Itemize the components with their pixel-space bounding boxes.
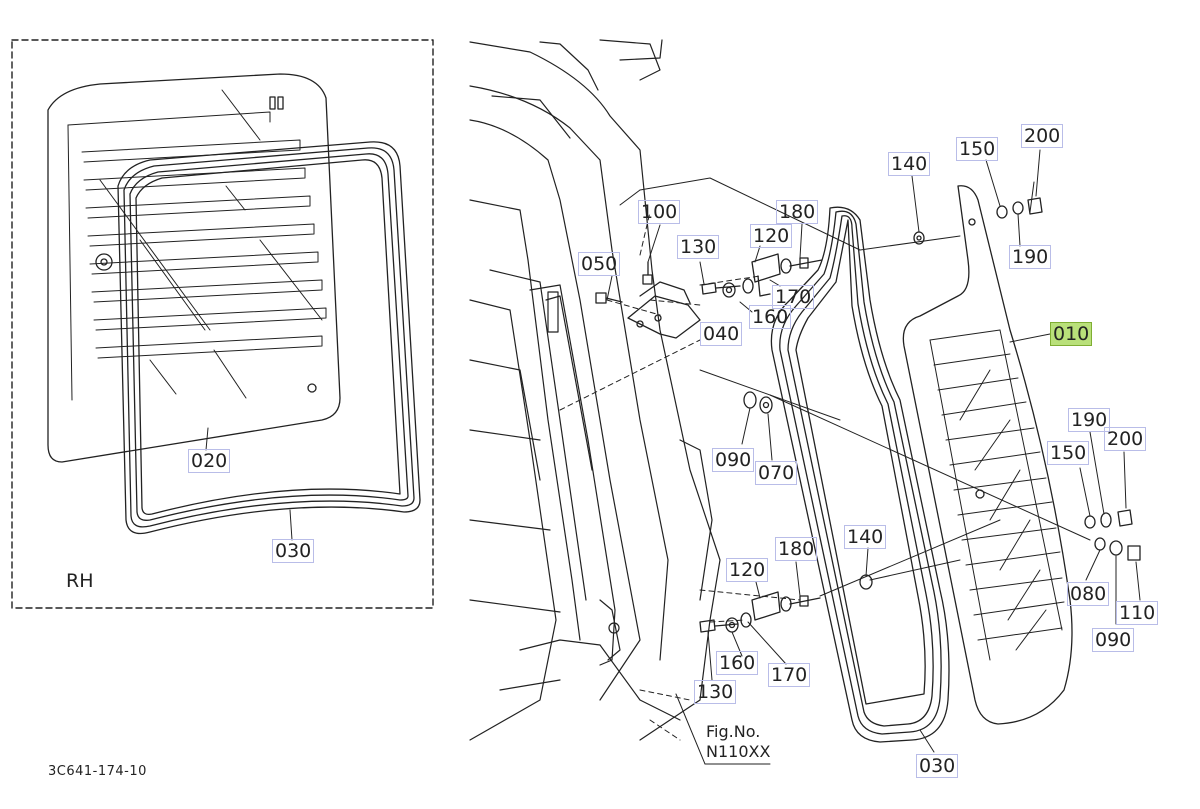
part-label-030[interactable]: 030 xyxy=(272,539,315,563)
part-label-180[interactable]: 180 xyxy=(775,537,818,561)
part-label-030[interactable]: 030 xyxy=(916,754,959,778)
part-label-200[interactable]: 200 xyxy=(1104,427,1147,451)
part-label-150[interactable]: 150 xyxy=(956,137,999,161)
part-label-140[interactable]: 140 xyxy=(844,525,887,549)
rubber-seal xyxy=(117,141,421,535)
fig-reference-line1: Fig.No. xyxy=(706,722,761,741)
rear-window-glass xyxy=(902,185,1073,725)
part-label-130[interactable]: 130 xyxy=(694,680,737,704)
part-label-170[interactable]: 170 xyxy=(768,663,811,687)
rh-detail-inset xyxy=(11,39,434,609)
hinge-bracket xyxy=(627,281,701,339)
part-label-160[interactable]: 160 xyxy=(716,651,759,675)
part-label-120[interactable]: 120 xyxy=(726,558,769,582)
part-label-090[interactable]: 090 xyxy=(1092,628,1135,652)
cab-frame xyxy=(469,39,721,741)
part-label-110[interactable]: 110 xyxy=(1116,601,1159,625)
part-label-090[interactable]: 090 xyxy=(712,448,755,472)
part-label-080[interactable]: 080 xyxy=(1067,582,1110,606)
fig-reference-line2: N110XX xyxy=(706,742,771,761)
part-label-050[interactable]: 050 xyxy=(578,252,621,276)
part-label-190[interactable]: 190 xyxy=(1009,245,1052,269)
rear-glass-pane xyxy=(47,73,341,463)
side-label: RH xyxy=(66,570,94,592)
part-label-040[interactable]: 040 xyxy=(700,322,743,346)
part-label-070[interactable]: 070 xyxy=(755,461,798,485)
part-label-150[interactable]: 150 xyxy=(1047,441,1090,465)
drawing-code: 3C641-174-10 xyxy=(48,764,147,779)
part-label-130[interactable]: 130 xyxy=(677,235,720,259)
part-label-120[interactable]: 120 xyxy=(750,224,793,248)
part-label-190[interactable]: 190 xyxy=(1068,408,1111,432)
part-label-100[interactable]: 100 xyxy=(638,200,681,224)
part-label-160[interactable]: 160 xyxy=(749,305,792,329)
part-label-170[interactable]: 170 xyxy=(772,285,815,309)
part-label-020[interactable]: 020 xyxy=(188,449,231,473)
part-label-010[interactable]: 010 xyxy=(1050,322,1093,346)
part-label-180[interactable]: 180 xyxy=(776,200,819,224)
part-label-140[interactable]: 140 xyxy=(888,152,931,176)
part-label-200[interactable]: 200 xyxy=(1021,124,1064,148)
fig-reference[interactable]: Fig.No. N110XX xyxy=(706,722,770,762)
